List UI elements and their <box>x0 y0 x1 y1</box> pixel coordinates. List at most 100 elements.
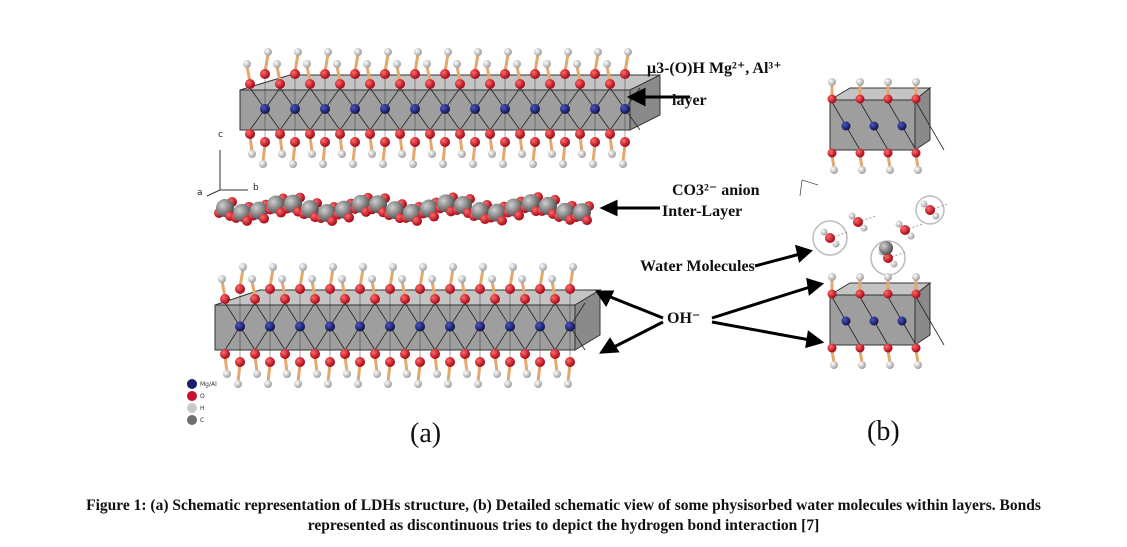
oxygen-atom <box>855 343 865 353</box>
hydrogen-atom <box>912 273 920 281</box>
hydrogen-atom <box>895 220 903 228</box>
oxygen-atom <box>245 79 255 89</box>
hydrogen-atom <box>398 275 406 283</box>
hydrogen-atom <box>384 48 392 56</box>
hydrogen-atom <box>619 160 627 168</box>
oxygen-atom <box>475 357 485 367</box>
hydrogen-atom <box>504 48 512 56</box>
hydrogen-atom <box>886 361 894 369</box>
hydrogen-atom <box>248 150 256 158</box>
oxygen-atom <box>430 294 440 304</box>
hydrogen-atom <box>589 160 597 168</box>
hydrogen-atom <box>363 60 371 68</box>
hydrogen-atom <box>548 275 556 283</box>
oxygen-atom <box>325 357 335 367</box>
metal-atom <box>869 316 879 326</box>
oxygen-atom <box>380 137 390 147</box>
oxygen-atom <box>485 129 495 139</box>
metal-atom <box>235 321 245 332</box>
metal-atom <box>380 104 390 114</box>
oxygen-atom <box>565 357 575 367</box>
hydrogen-atom <box>319 160 327 168</box>
hydrogen-atom <box>856 273 864 281</box>
legend-label: C <box>200 416 205 424</box>
metal-atom <box>620 104 630 114</box>
hydrogen-atom <box>914 166 922 174</box>
oxygen-atom <box>455 79 465 89</box>
hydrogen-atom <box>449 263 457 271</box>
hydrogen-atom <box>594 48 602 56</box>
hydrogen-atom <box>523 370 531 378</box>
hydrogen-atom <box>474 380 482 388</box>
metal-atom <box>590 104 600 114</box>
oxygen-atom <box>550 349 560 359</box>
hydrogen-atom <box>303 60 311 68</box>
oxygen-atom <box>410 69 420 79</box>
hydrogen-atom <box>493 370 501 378</box>
oxygen-atom <box>415 284 425 294</box>
oxygen-atom <box>545 79 555 89</box>
oxygen-atom <box>515 79 525 89</box>
hydrogen-atom <box>578 150 586 158</box>
metal-atom <box>475 321 485 332</box>
axis-label-b: b <box>253 183 259 193</box>
hydrogen-atom <box>379 160 387 168</box>
oxygen-atom <box>410 137 420 147</box>
oxygen-atom <box>605 79 615 89</box>
oxygen-atom <box>500 69 510 79</box>
oxygen-atom <box>883 94 893 104</box>
hydrogen-atom <box>439 160 447 168</box>
hydrogen-atom <box>278 150 286 158</box>
legend-item: H <box>187 402 217 414</box>
metal-atom <box>415 321 425 332</box>
metal-atom <box>445 321 455 332</box>
hydrogen-atom <box>359 263 367 271</box>
hydrogen-atom <box>858 361 866 369</box>
legend-label: Mg/Al <box>200 380 217 388</box>
oxygen-atom <box>500 137 510 147</box>
panel-b-lower-layer <box>827 273 945 369</box>
oxygen-atom <box>620 69 630 79</box>
oxygen-atom <box>475 284 485 294</box>
hydrogen-atom <box>373 370 381 378</box>
oxygen-atom <box>911 148 921 158</box>
legend-swatch <box>187 415 197 425</box>
oxygen-atom <box>560 137 570 147</box>
oxygen-atom <box>883 343 893 353</box>
oxygen-atom <box>827 289 837 299</box>
oxygen-atom <box>530 137 540 147</box>
oxygen-atom <box>235 357 245 367</box>
caption-line-1: Figure 1: (a) Schematic representation o… <box>86 497 1041 514</box>
oxygen-atom <box>327 215 337 226</box>
hydrogen-atom <box>504 380 512 388</box>
oxygen-atom <box>490 349 500 359</box>
panel-b-upper-layer <box>827 78 945 174</box>
oxygen-atom <box>520 294 530 304</box>
oxygen-atom <box>275 79 285 89</box>
oxygen-atom <box>535 357 545 367</box>
oxygen-atom <box>827 148 837 158</box>
hydrogen-atom <box>534 48 542 56</box>
oxygen-atom <box>280 294 290 304</box>
oxygen-atom <box>355 284 365 294</box>
hydrogen-atom <box>423 60 431 68</box>
oxygen-atom <box>550 294 560 304</box>
oxygen-atom <box>290 69 300 79</box>
carbonate-interlayer <box>214 192 594 226</box>
hydrogen-atom <box>513 60 521 68</box>
hydrogen-atom <box>463 370 471 378</box>
oxygen-atom <box>470 137 480 147</box>
oxygen-atom <box>883 148 893 158</box>
axis-label-a: a <box>197 188 203 198</box>
hydrogen-atom <box>832 240 840 248</box>
hydrogen-atom <box>488 275 496 283</box>
oxygen-atom <box>310 349 320 359</box>
hydrogen-atom <box>253 370 261 378</box>
hydrogen-atom <box>553 370 561 378</box>
hydrogen-atom <box>569 263 577 271</box>
hydrogen-atom <box>907 232 915 240</box>
oxygen-atom <box>340 349 350 359</box>
oxygen-atom <box>260 69 270 79</box>
oxygen-atom <box>415 357 425 367</box>
oxygen-atom <box>355 357 365 367</box>
